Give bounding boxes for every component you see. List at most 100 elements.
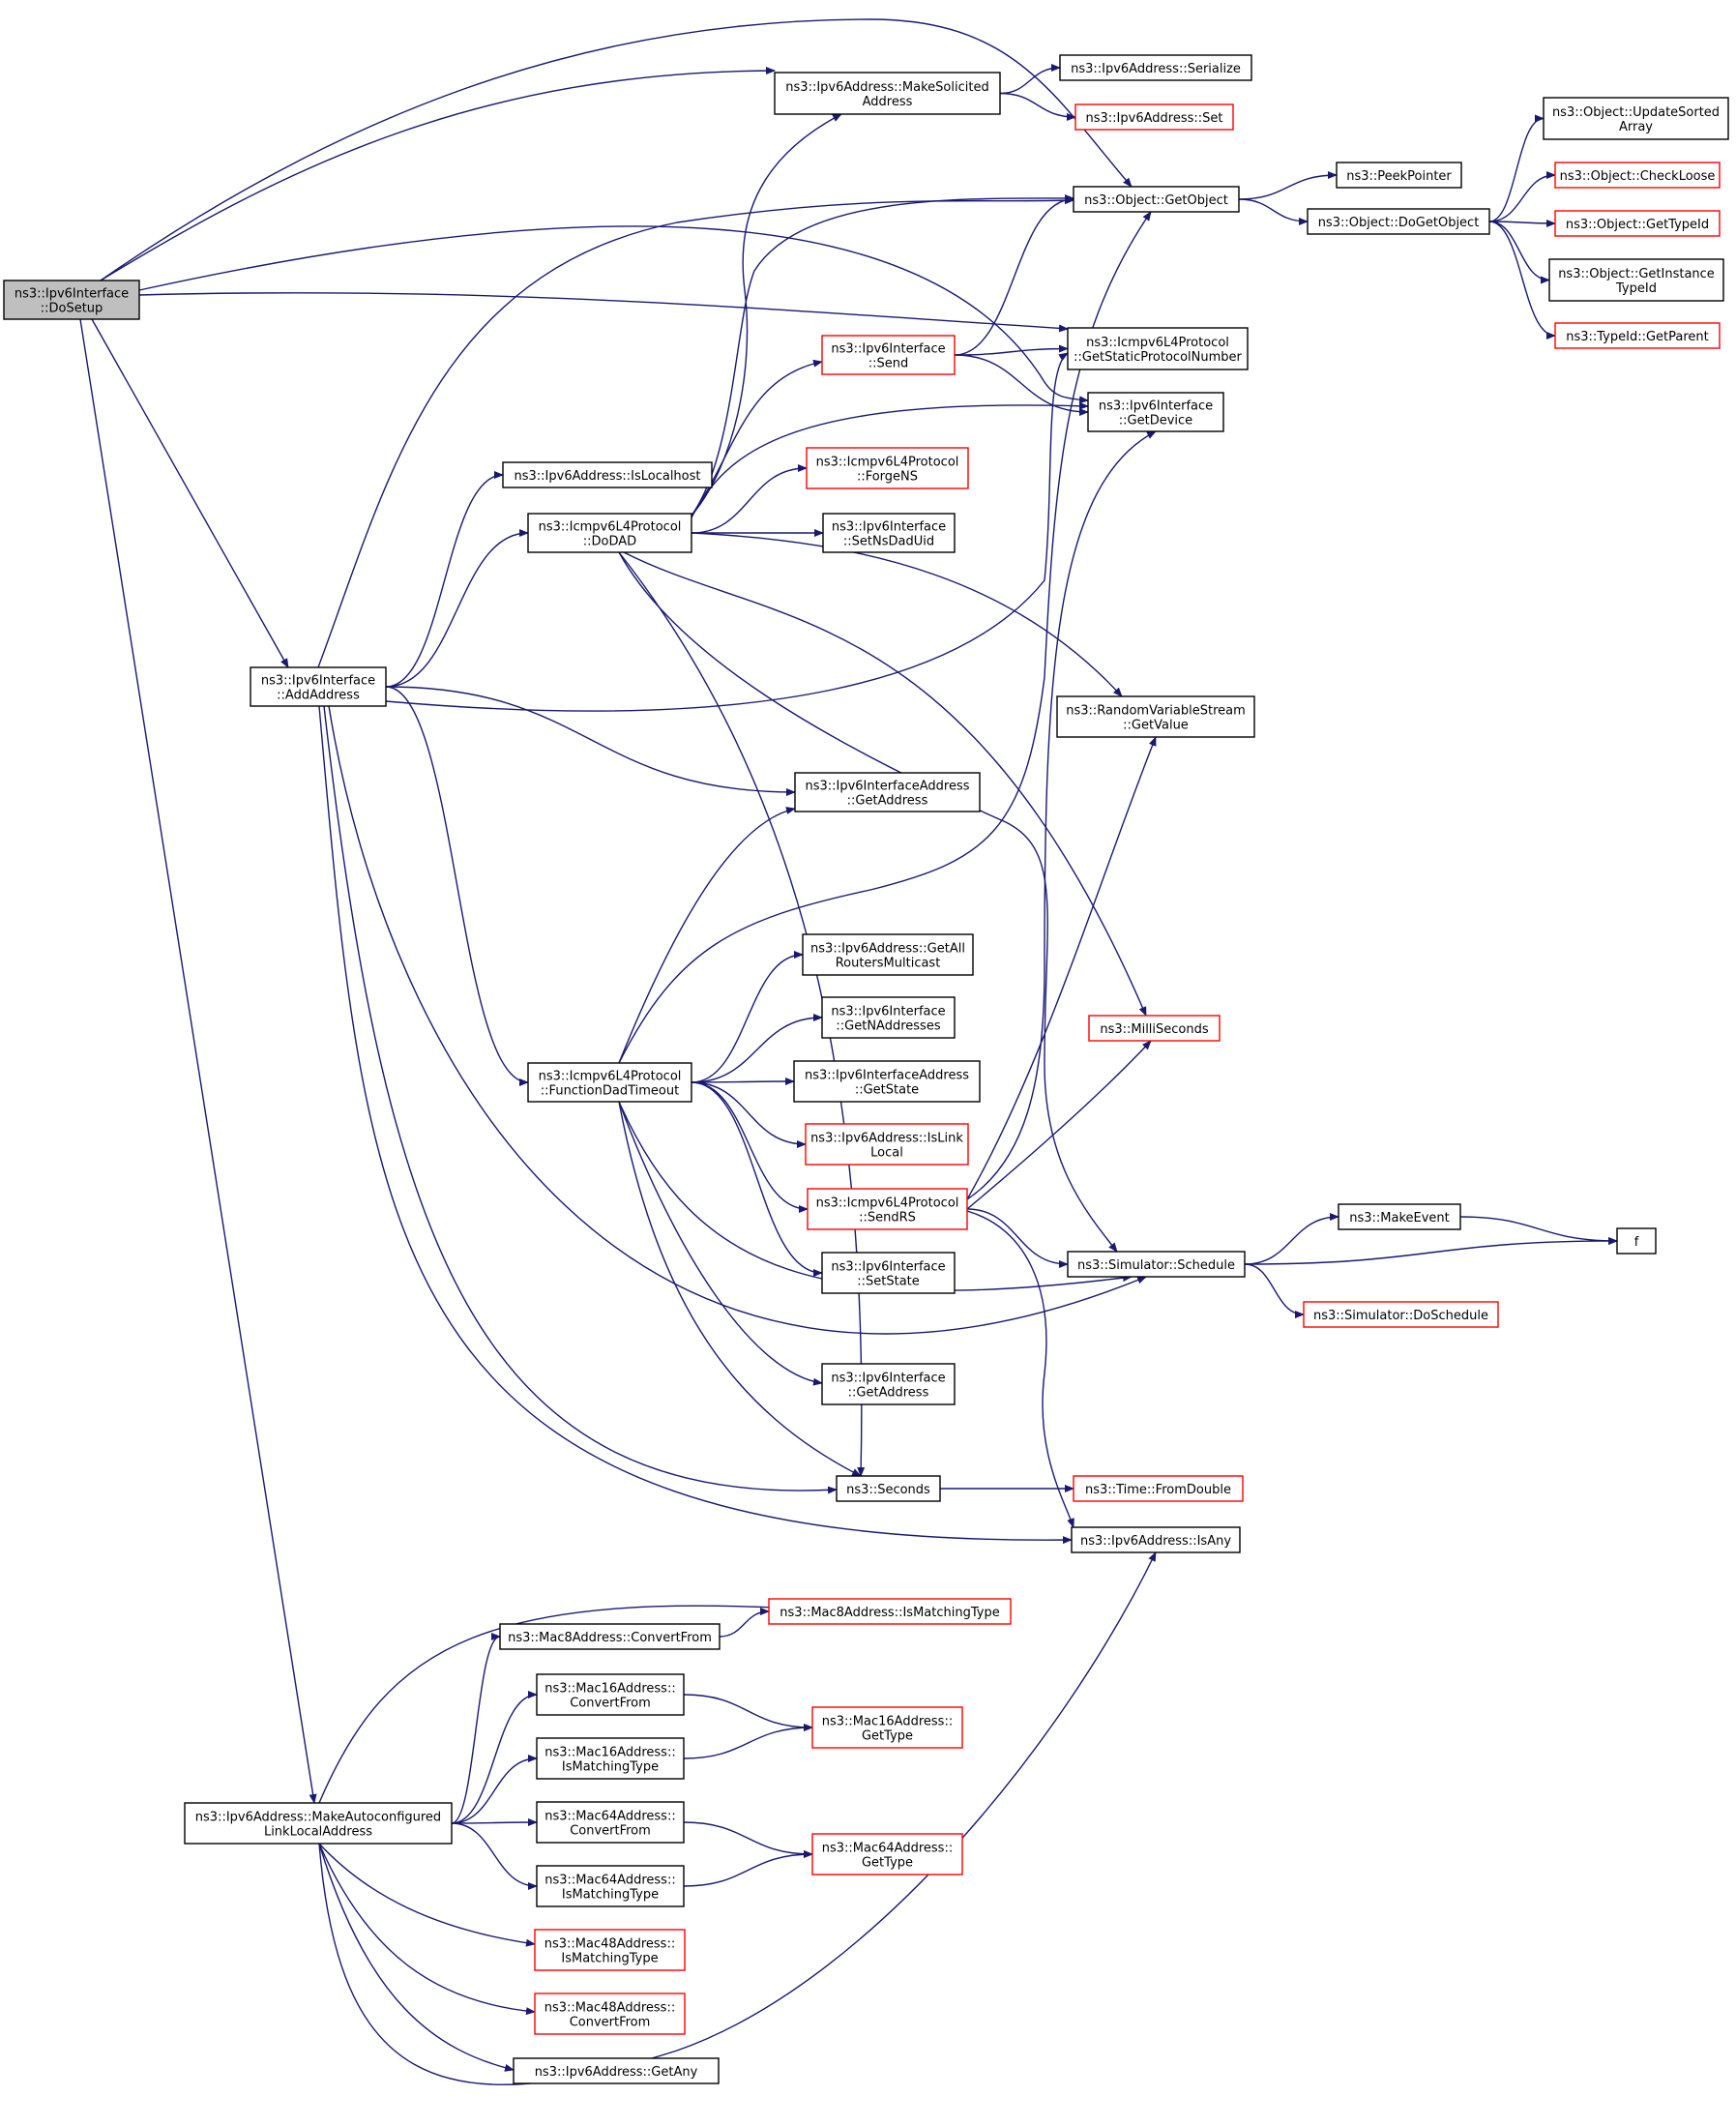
edge-line <box>618 1101 1133 1291</box>
edge-line <box>691 464 808 534</box>
node-mac8convert[interactable]: ns3::Mac8Address::ConvertFrom <box>499 1623 721 1650</box>
node-functiondad[interactable]: ns3::Icmpv6L4Protocol::FunctionDadTimeou… <box>527 1062 692 1103</box>
edge-makeautoconf-to-isany <box>318 1551 1157 2085</box>
node-dosetup: ns3::Ipv6Interface::DoSetup <box>3 280 140 320</box>
node-label-line: ::ForgeNS <box>857 470 918 485</box>
node-box <box>1303 1301 1499 1328</box>
edge-line <box>1244 1237 1618 1265</box>
node-box <box>536 1673 685 1716</box>
node-label-line: ns3::Icmpv6L4Protocol <box>539 1070 682 1084</box>
node-schedule[interactable]: ns3::Simulator::Schedule <box>1067 1251 1246 1278</box>
node-peekpointer[interactable]: ns3::PeekPointer <box>1336 162 1462 189</box>
node-fromdouble[interactable]: ns3::Time::FromDouble <box>1073 1475 1244 1502</box>
node-sendrs[interactable]: ns3::Icmpv6L4Protocol::SendRS <box>807 1188 968 1230</box>
node-getobject[interactable]: ns3::Object::GetObject <box>1073 186 1240 213</box>
node-doschedule[interactable]: ns3::Simulator::DoSchedule <box>1303 1301 1499 1328</box>
node-mac48convert[interactable]: ns3::Mac48Address::ConvertFrom <box>534 1993 686 2035</box>
edge-line <box>1244 1213 1339 1265</box>
node-mac16matching[interactable]: ns3::Mac16Address::IsMatchingType <box>536 1737 685 1780</box>
edge-line <box>966 1208 1069 1268</box>
edge-line <box>385 352 1069 712</box>
node-label-line: ns3::Mac64Address:: <box>544 1810 675 1824</box>
edge-mac8convert-to-mac8matching <box>719 1608 770 1638</box>
node-label-line: TypeId <box>1615 281 1657 296</box>
node-label-line: ns3::Ipv6Address::MakeAutoconfigured <box>195 1811 441 1825</box>
edge-line <box>1488 221 1556 340</box>
node-mac64convert[interactable]: ns3::Mac64Address::ConvertFrom <box>536 1801 685 1844</box>
node-setstate[interactable]: ns3::Ipv6Interface::SetState <box>821 1252 956 1294</box>
node-mac48matching[interactable]: ns3::Mac48Address::IsMatchingType <box>534 1929 686 1971</box>
node-getstaticproto[interactable]: ns3::Icmpv6L4Protocol::GetStaticProtocol… <box>1067 327 1249 370</box>
node-if_getaddress[interactable]: ns3::Ipv6Interface::GetAddress <box>821 1363 956 1405</box>
node-getnaddresses[interactable]: ns3::Ipv6Interface::GetNAddresses <box>821 996 956 1039</box>
node-label-line: ns3::Icmpv6L4Protocol <box>539 520 682 535</box>
node-checkloose[interactable]: ns3::Object::CheckLoose <box>1554 162 1721 189</box>
node-seconds[interactable]: ns3::Seconds <box>836 1475 941 1502</box>
edge-makeautoconf-to-mac64convert <box>451 1818 538 1827</box>
node-label-line: ConvertFrom <box>570 1697 651 1711</box>
edge-line <box>451 1691 538 1824</box>
node-getstate[interactable]: ns3::Ipv6InterfaceAddress::GetState <box>793 1060 981 1103</box>
node-label-line: ConvertFrom <box>570 2016 651 2030</box>
node-mac64gettype[interactable]: ns3::Mac64Address::GetType <box>811 1833 963 1875</box>
node-forgens[interactable]: ns3::Icmpv6L4Protocol::ForgeNS <box>806 447 969 489</box>
edge-line <box>451 1822 538 1890</box>
node-send[interactable]: ns3::Ipv6Interface::Send <box>821 335 956 375</box>
node-setnsdaduid[interactable]: ns3::Ipv6Interface::SetNsDadUid <box>822 513 956 553</box>
edge-line <box>719 1608 770 1638</box>
edge-line <box>691 951 804 1083</box>
edge-line <box>451 1755 538 1824</box>
node-gettypeid[interactable]: ns3::Object::GetTypeId <box>1554 210 1721 237</box>
edge-line <box>1238 198 1309 225</box>
node-label-line: ns3::Mac64Address:: <box>822 1842 953 1856</box>
edge-line <box>1488 219 1556 227</box>
node-box <box>794 772 981 812</box>
node-label-line: ::DoSetup <box>41 302 103 316</box>
edge-mac16matching-to-mac16gettype <box>683 1724 813 1759</box>
edge-line <box>618 211 1152 1064</box>
node-getany[interactable]: ns3::Ipv6Address::GetAny <box>513 2057 720 2084</box>
node-islocalhost[interactable]: ns3::Ipv6Address::IsLocalhost <box>502 461 713 488</box>
node-set[interactable]: ns3::Ipv6Address::Set <box>1074 103 1234 131</box>
edge-functiondad-to-schedule <box>618 1101 1133 1291</box>
node-getparent[interactable]: ns3::TypeId::GetParent <box>1554 322 1721 349</box>
node-makeevent[interactable]: ns3::MakeEvent <box>1338 1203 1461 1230</box>
node-getdevice[interactable]: ns3::Ipv6Interface::GetDevice <box>1087 392 1224 432</box>
edge-addaddress-to-seconds <box>323 705 838 1494</box>
edge-functiondad-to-getallrouters <box>691 951 804 1083</box>
node-mac64matching[interactable]: ns3::Mac64Address::IsMatchingType <box>536 1865 685 1907</box>
node-label-line: ns3::Ipv6Interface <box>831 342 945 357</box>
node-box <box>1548 258 1724 302</box>
edge-line <box>691 1078 795 1086</box>
node-dodad[interactable]: ns3::Icmpv6L4Protocol::DoDAD <box>527 513 692 553</box>
node-label-line: ns3::Ipv6Address::GetAll <box>810 942 965 957</box>
edge-mac64convert-to-mac64gettype <box>683 1821 813 1858</box>
node-box <box>536 1865 685 1907</box>
node-mac16convert[interactable]: ns3::Mac16Address::ConvertFrom <box>536 1673 685 1716</box>
node-label-line: ::SendRS <box>859 1211 916 1225</box>
edge-schedule-to-doschedule <box>1244 1263 1305 1318</box>
node-dogetobject[interactable]: ns3::Object::DoGetObject <box>1307 208 1490 235</box>
node-getvalue[interactable]: ns3::RandomVariableStream::GetValue <box>1056 695 1255 738</box>
edge-dosetup-to-makesolicited <box>100 67 776 281</box>
node-milliseconds[interactable]: ns3::MilliSeconds <box>1088 1015 1221 1042</box>
node-f[interactable]: f <box>1616 1227 1657 1255</box>
node-label-line: ns3::Icmpv6L4Protocol <box>816 456 959 470</box>
node-serialize[interactable]: ns3::Ipv6Address::Serialize <box>1059 54 1252 81</box>
node-label-line: ns3::Ipv6Address::Set <box>1086 111 1223 126</box>
node-box <box>3 280 140 320</box>
edge-line <box>318 705 1073 1545</box>
edge-line <box>100 67 776 281</box>
node-mac8matching[interactable]: ns3::Mac8Address::IsMatchingType <box>768 1598 1012 1625</box>
node-makeautoconf[interactable]: ns3::Ipv6Address::MakeAutoconfiguredLink… <box>184 1802 453 1845</box>
node-addaddress[interactable]: ns3::Ipv6Interface::AddAddress <box>250 666 387 707</box>
node-ifaddr_getaddress[interactable]: ns3::Ipv6InterfaceAddress::GetAddress <box>794 772 981 812</box>
node-isany[interactable]: ns3::Ipv6Address::IsAny <box>1071 1526 1241 1553</box>
edge-line <box>318 1843 536 2016</box>
node-mac16gettype[interactable]: ns3::Mac16Address::GetType <box>811 1706 963 1749</box>
